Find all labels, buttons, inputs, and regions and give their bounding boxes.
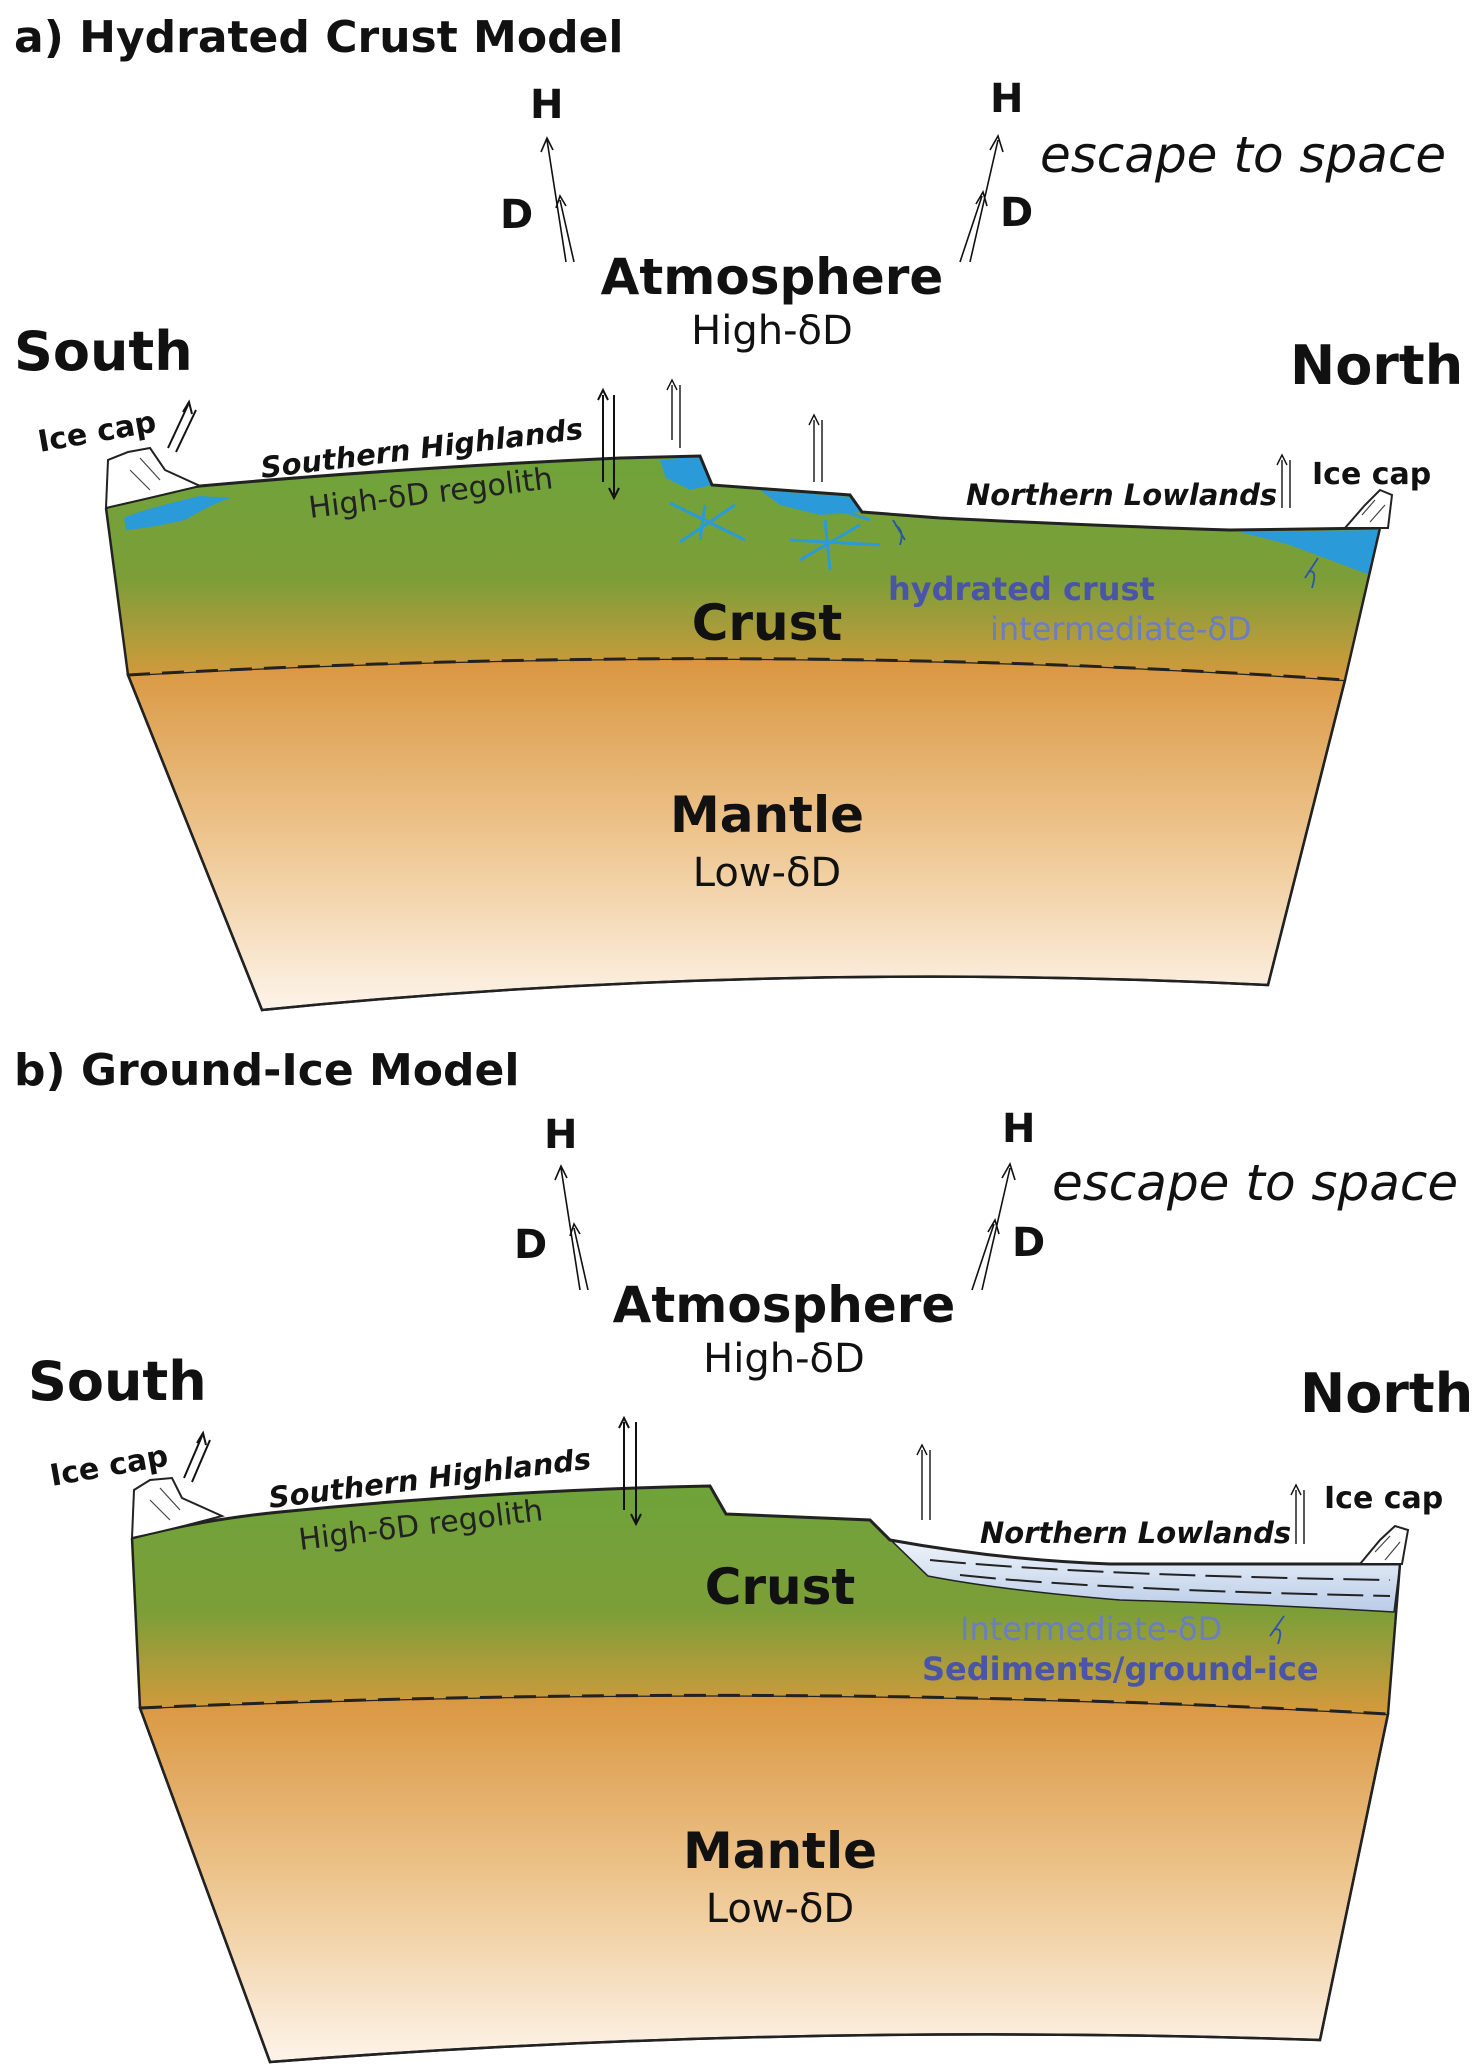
hydrated-crust-label: hydrated crust <box>888 570 1155 608</box>
ice-cap-right-shape <box>1360 1526 1408 1564</box>
ice-cap-right-label: Ice cap <box>1324 1481 1443 1516</box>
atmosphere-label: Atmosphere <box>613 1276 956 1334</box>
h-escape-arrow-right <box>982 1164 1015 1290</box>
atmosphere-label: Atmosphere <box>601 248 944 306</box>
escape-label: escape to space <box>1040 126 1446 184</box>
mantle-label: Mantle <box>670 786 864 844</box>
northern-lowlands-label: Northern Lowlands <box>966 478 1277 512</box>
northern-lowlands-label: Northern Lowlands <box>980 1516 1291 1550</box>
escape-arrows <box>541 136 1003 262</box>
panel-title: b) Ground-Ice Model <box>14 1045 519 1096</box>
crust-label: Crust <box>705 1558 856 1616</box>
h-right-label: H <box>1002 1106 1035 1152</box>
mantle-dd-label: Low-δD <box>693 850 841 896</box>
atmosphere-dd-label: High-δD <box>703 1336 865 1382</box>
d-left-label: D <box>514 1222 547 1268</box>
crust-label: Crust <box>692 594 843 652</box>
south-label: South <box>28 1350 207 1413</box>
h-left-label: H <box>544 1112 577 1158</box>
north-label: North <box>1290 334 1463 397</box>
d-left-label: D <box>500 192 533 238</box>
d-right-label: D <box>1012 1220 1045 1266</box>
ice-cap-right-shape <box>1345 490 1392 528</box>
ice-cap-right-label: Ice cap <box>1312 457 1431 492</box>
atmosphere-dd-label: High-δD <box>691 308 853 354</box>
escape-label: escape to space <box>1052 1154 1458 1212</box>
d-right-label: D <box>1000 190 1033 236</box>
intermediate-dd-label: Intermediate-δD <box>960 1610 1222 1648</box>
h-right-label: H <box>990 76 1023 122</box>
north-label: North <box>1300 1362 1473 1425</box>
panel-b: b) Ground-Ice Model H D H D escape to sp… <box>14 1045 1473 2062</box>
panel-a: a) Hydrated Crust Model H D H D escape t… <box>14 12 1463 1010</box>
south-label: South <box>14 320 193 383</box>
h-left-label: H <box>530 82 563 128</box>
mantle-label: Mantle <box>683 1822 877 1880</box>
panel-title: a) Hydrated Crust Model <box>14 12 624 63</box>
sediments-ground-ice-label: Sediments/ground-ice <box>922 1650 1319 1688</box>
escape-arrows <box>555 1164 1015 1290</box>
mantle-dd-label: Low-δD <box>706 1886 854 1932</box>
h-escape-arrow-right <box>970 136 1003 262</box>
intermediate-dd-label: intermediate-δD <box>990 610 1252 648</box>
